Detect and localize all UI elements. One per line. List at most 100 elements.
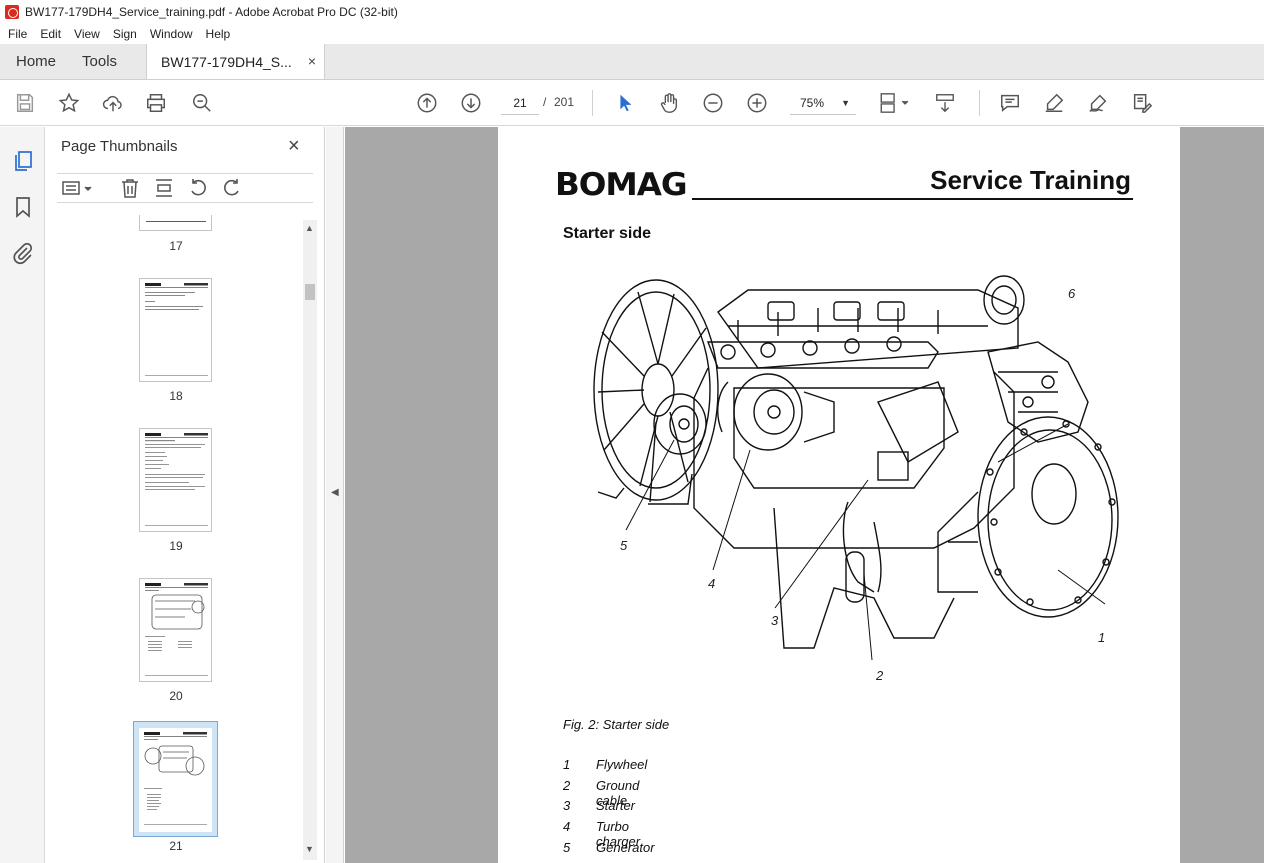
thumbnail-toolbar xyxy=(57,173,313,203)
page-up-icon[interactable] xyxy=(415,91,439,115)
delete-page-icon[interactable] xyxy=(119,177,141,199)
window-title: BW177-179DH4_Service_training.pdf - Adob… xyxy=(25,4,398,19)
page-fit-icon[interactable] xyxy=(877,91,913,115)
thumbnail-list: 17 18 19 20 21 xyxy=(45,215,303,855)
collapse-arrow-icon[interactable]: ◀ xyxy=(331,487,339,498)
legend-num: 2 xyxy=(563,777,571,793)
page-thumbnail-number: 20 xyxy=(169,689,183,703)
header-title: Service Training xyxy=(930,165,1131,195)
scroll-down-icon[interactable]: ▼ xyxy=(305,844,314,854)
comment-icon[interactable] xyxy=(998,91,1022,115)
legend-num: 4 xyxy=(563,819,571,835)
title-bar: BW177-179DH4_Service_training.pdf - Adob… xyxy=(0,0,1264,23)
chevron-down-icon: ▼ xyxy=(841,98,850,108)
menu-sign[interactable]: Sign xyxy=(112,26,137,41)
menu-bar: File Edit View Sign Window Help xyxy=(0,23,1264,44)
hand-icon[interactable] xyxy=(657,91,681,115)
legend-label: Turbo charger xyxy=(596,819,641,850)
navigation-rail xyxy=(0,127,45,863)
tab-tools[interactable]: Tools xyxy=(82,53,118,70)
star-icon[interactable] xyxy=(57,91,81,115)
thumbnail-options-icon[interactable] xyxy=(61,177,95,199)
page-separator: / xyxy=(543,95,547,109)
callout-5: 5 xyxy=(620,538,628,553)
cylinder-head-drawing xyxy=(706,275,1025,369)
print-icon[interactable] xyxy=(144,91,168,115)
pdf-page: BOMAG Service Training Starter side xyxy=(498,127,1180,863)
zoom-out-icon[interactable] xyxy=(701,91,725,115)
figure-caption: Fig. 2: Starter side xyxy=(563,717,670,732)
fan-drawing xyxy=(593,279,719,501)
page-thumbnail-19[interactable] xyxy=(139,428,212,532)
page-thumbnail-21[interactable] xyxy=(139,728,212,832)
toolbar-divider xyxy=(979,90,980,116)
legend-label: Flywheel xyxy=(596,757,648,772)
page-total: 201 xyxy=(554,95,575,109)
toolbar-divider xyxy=(592,90,593,116)
tab-document[interactable]: BW177-179DH4_S... × xyxy=(146,44,326,79)
zoom-search-icon[interactable] xyxy=(190,91,214,115)
scroll-mode-icon[interactable] xyxy=(933,91,957,115)
main-toolbar: 21 / 201 75% ▼ xyxy=(0,80,1264,126)
attachments-icon[interactable] xyxy=(11,241,35,265)
generator-drawing xyxy=(648,393,707,505)
extract-page-icon[interactable] xyxy=(153,177,175,199)
turbocharger-drawing xyxy=(717,373,835,451)
upload-icon[interactable] xyxy=(101,91,125,115)
zoom-in-icon[interactable] xyxy=(745,91,769,115)
document-viewer[interactable]: BOMAG Service Training Starter side xyxy=(345,127,1264,863)
tab-bar: Home Tools BW177-179DH4_S... × xyxy=(0,44,1264,80)
sign-icon[interactable] xyxy=(1086,91,1110,115)
legend-label: Starter xyxy=(596,798,636,814)
scroll-up-icon[interactable]: ▲ xyxy=(305,223,314,233)
scrollbar-thumb[interactable] xyxy=(305,284,315,300)
engine-illustration xyxy=(593,275,1119,661)
header-rule xyxy=(692,198,1133,200)
thumbnails-panel: Page Thumbnails × 17 xyxy=(45,127,325,863)
page-thumbnails-icon[interactable] xyxy=(11,148,35,172)
edit-tools-icon[interactable] xyxy=(1130,91,1154,115)
right-accessories-drawing xyxy=(987,341,1089,443)
flywheel-drawing xyxy=(937,416,1119,618)
callout-2: 2 xyxy=(876,668,884,683)
legend-num: 5 xyxy=(563,839,571,855)
rotate-left-icon[interactable] xyxy=(187,177,209,199)
zoom-select[interactable]: 75% ▼ xyxy=(790,91,856,115)
page-thumbnail-number: 19 xyxy=(169,539,183,553)
zoom-value: 75% xyxy=(800,96,825,110)
thumbnail-scrollbar[interactable]: ▲ ▼ xyxy=(303,220,317,860)
tab-document-label: BW177-179DH4_S... xyxy=(161,53,292,70)
highlight-icon[interactable] xyxy=(1042,91,1066,115)
legend-label: Generator xyxy=(596,839,655,855)
page-thumbnail-17[interactable] xyxy=(139,215,212,231)
panel-collapse-strip[interactable]: ◀ xyxy=(326,127,344,863)
menu-view[interactable]: View xyxy=(74,26,100,41)
page-number-input[interactable]: 21 xyxy=(501,91,539,115)
panel-title: Page Thumbnails xyxy=(61,138,178,155)
tab-home[interactable]: Home xyxy=(16,53,57,70)
page-thumbnail-number: 17 xyxy=(169,239,183,253)
menu-help[interactable]: Help xyxy=(205,26,231,41)
tab-close-icon[interactable]: × xyxy=(307,53,317,69)
engine-block-drawing xyxy=(693,367,1015,649)
select-arrow-icon[interactable] xyxy=(613,91,637,115)
starter-drawing xyxy=(842,501,882,603)
page-thumbnail-number: 18 xyxy=(169,389,183,403)
section-title: Starter side xyxy=(563,225,652,242)
callout-1: 1 xyxy=(1098,630,1106,645)
menu-edit[interactable]: Edit xyxy=(40,26,62,41)
panel-close-icon[interactable]: × xyxy=(288,135,300,157)
callout-4: 4 xyxy=(708,576,716,591)
save-icon[interactable] xyxy=(13,91,37,115)
leader-lines xyxy=(625,423,1106,661)
rotate-right-icon[interactable] xyxy=(221,177,243,199)
page-down-icon[interactable] xyxy=(459,91,483,115)
page-thumbnail-20[interactable] xyxy=(139,578,212,682)
menu-file[interactable]: File xyxy=(8,26,28,41)
page-thumbnail-18[interactable] xyxy=(139,278,212,382)
legend-num: 3 xyxy=(563,798,571,814)
menu-window[interactable]: Window xyxy=(149,26,193,41)
callout-3: 3 xyxy=(771,613,779,628)
bookmarks-icon[interactable] xyxy=(11,195,35,219)
